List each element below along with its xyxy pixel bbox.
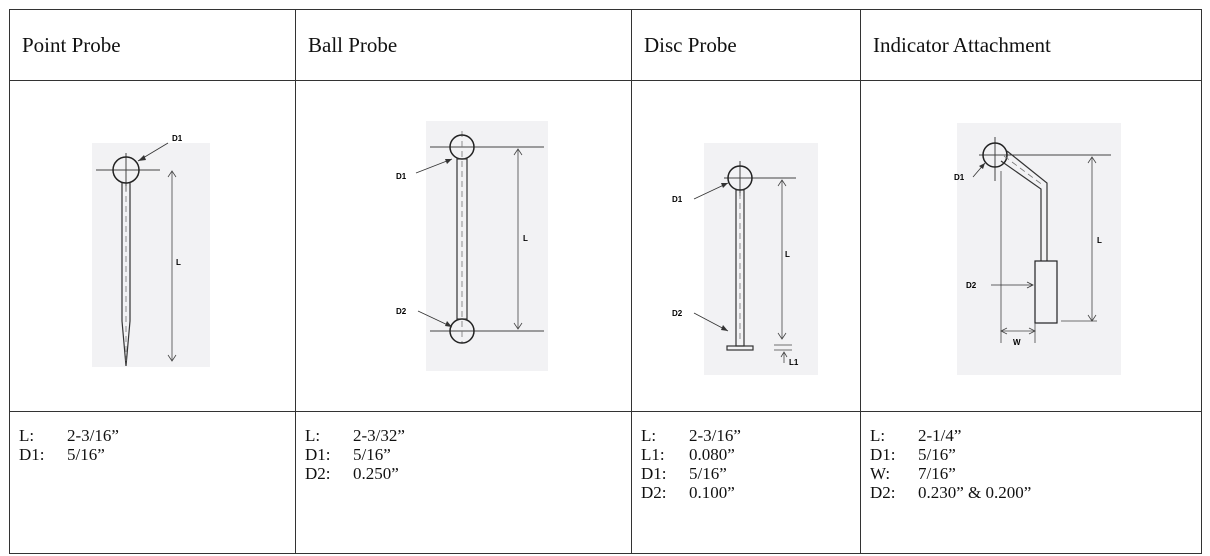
spec-line: L: 2-3/32”: [305, 426, 631, 445]
d2-label: D2: [672, 309, 683, 318]
indicator-attachment-specs: L: 2-1/4” D1: 5/16” W: 7/16” D2: 0.230” & 0.…: [860, 411, 1202, 554]
spec-row: L: 2-3/16” D1: 5/16” L: 2-3/32” D1: 5/16” D2…: [9, 411, 1202, 554]
diagram-row: D1 L D1 D2 L: [9, 80, 1202, 412]
ball-probe-diagram: D1 D2 L: [396, 121, 548, 371]
spec-value: 5/16”: [918, 445, 956, 464]
spec-value: 2-3/16”: [67, 426, 119, 445]
spec-line: W: 7/16”: [870, 464, 1201, 483]
spec-key: L1:: [641, 445, 665, 464]
spec-key: D1:: [305, 445, 331, 464]
spec-key: L:: [641, 426, 657, 445]
header-row: Point Probe Ball Probe Disc Probe Indica…: [9, 9, 1202, 81]
spec-line: D2: 0.230” & 0.200”: [870, 483, 1201, 502]
d1-label: D1: [672, 195, 683, 204]
spec-value: 5/16”: [689, 464, 727, 483]
indicator-attachment-diagram: D1 D2 L W: [954, 123, 1121, 375]
point-probe-diagram-cell: D1 L: [9, 80, 296, 412]
l-label: L: [523, 234, 528, 243]
spec-line: D1: 5/16”: [641, 464, 860, 483]
spec-value: 2-3/16”: [689, 426, 741, 445]
spec-value: 7/16”: [918, 464, 956, 483]
disc-probe-diagram: D1 D2 L L1: [672, 143, 818, 375]
spec-line: L: 2-3/16”: [19, 426, 295, 445]
spec-line: L: 2-3/16”: [641, 426, 860, 445]
disc-probe-diagram-cell: D1 D2 L L1: [631, 80, 861, 412]
spec-value: 5/16”: [67, 445, 105, 464]
d2-label: D2: [396, 307, 407, 316]
spec-line: D2: 0.100”: [641, 483, 860, 502]
header-point-probe: Point Probe: [9, 9, 296, 81]
spec-key: L:: [19, 426, 35, 445]
spec-key: W:: [870, 464, 891, 483]
header-disc-probe: Disc Probe: [631, 9, 861, 81]
spec-key: L:: [870, 426, 886, 445]
d2-label: D2: [966, 281, 977, 290]
spec-value: 0.230” & 0.200”: [918, 483, 1032, 502]
disc-probe-specs: L: 2-3/16” L1: 0.080” D1: 5/16” D2: 0.100”: [631, 411, 861, 554]
spec-value: 2-3/32”: [353, 426, 405, 445]
spec-value: 5/16”: [353, 445, 391, 464]
d1-label: D1: [954, 173, 965, 182]
spec-key: D2:: [870, 483, 896, 502]
header-indicator-attachment: Indicator Attachment: [860, 9, 1202, 81]
ball-probe-specs: L: 2-3/32” D1: 5/16” D2: 0.250”: [295, 411, 632, 554]
d1-label: D1: [172, 134, 183, 143]
spec-key: D1:: [870, 445, 896, 464]
spec-line: D2: 0.250”: [305, 464, 631, 483]
spec-line: L1: 0.080”: [641, 445, 860, 464]
indicator-attachment-diagram-cell: D1 D2 L W: [860, 80, 1202, 412]
spec-value: 0.250”: [353, 464, 399, 483]
d1-label: D1: [396, 172, 407, 181]
spec-line: L: 2-1/4”: [870, 426, 1201, 445]
spec-key: D1:: [641, 464, 667, 483]
l-label: L: [785, 250, 790, 259]
probe-spec-table: Point Probe Ball Probe Disc Probe Indica…: [9, 9, 1202, 554]
header-ball-probe: Ball Probe: [295, 9, 632, 81]
spec-line: D1: 5/16”: [870, 445, 1201, 464]
spec-key: L:: [305, 426, 321, 445]
spec-line: D1: 5/16”: [19, 445, 295, 464]
l1-label: L1: [789, 358, 799, 367]
ball-probe-diagram-cell: D1 D2 L: [295, 80, 632, 412]
spec-value: 0.080”: [689, 445, 735, 464]
spec-key: D2:: [305, 464, 331, 483]
point-probe-diagram: D1 L: [92, 134, 210, 367]
spec-key: D1:: [19, 445, 45, 464]
spec-key: D2:: [641, 483, 667, 502]
l-label: L: [1097, 236, 1102, 245]
spec-value: 0.100”: [689, 483, 735, 502]
w-label: W: [1013, 338, 1021, 347]
l-label: L: [176, 258, 181, 267]
point-probe-specs: L: 2-3/16” D1: 5/16”: [9, 411, 296, 554]
spec-line: D1: 5/16”: [305, 445, 631, 464]
spec-value: 2-1/4”: [918, 426, 962, 445]
